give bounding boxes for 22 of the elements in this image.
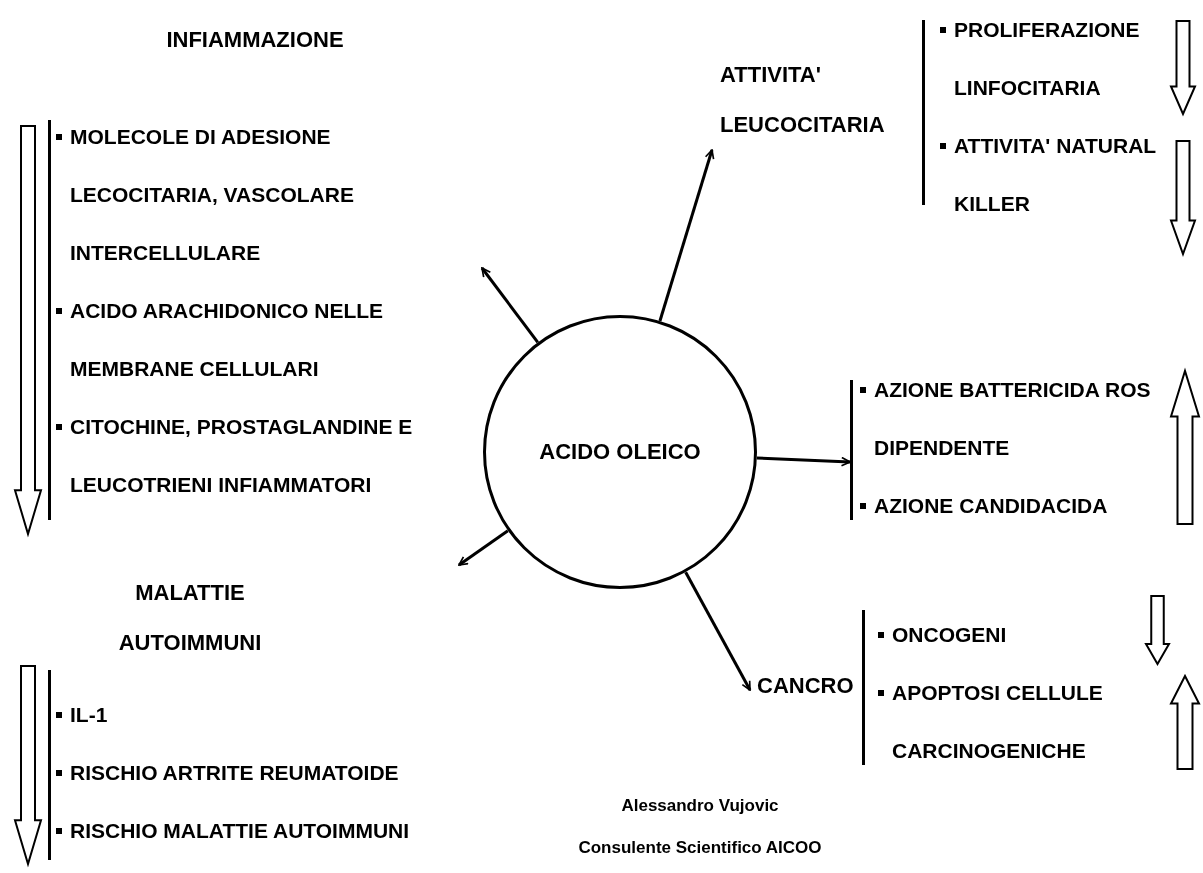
arrow [658, 149, 715, 322]
arrow [756, 456, 851, 467]
center-circle: ACIDO OLEICO [483, 315, 757, 589]
list-item: MOLECOLE DI ADESIONE LECOCITARIA, VASCOLARE INTERCELLULARE [54, 108, 480, 282]
arrow [458, 529, 509, 567]
category-heading: INFIAMMAZIONE [165, 26, 345, 54]
category-heading: MALATTIE AUTOIMMUNI [117, 579, 263, 657]
list-item: AZIONE BATTERICIDA ROS DIPENDENTE [858, 361, 1162, 477]
arrow [684, 571, 752, 691]
arrow [480, 267, 539, 344]
list-item: APOPTOSI CELLULE CARCINOGENICHE [876, 664, 1140, 780]
list-item: CITOCHINE, PROSTAGLANDINE E LEUCOTRIENI INFIAMMATORI [54, 398, 480, 514]
credit-text: Consulente Scientifico AICOO [577, 838, 823, 858]
list-item: RISCHIO MALATTIE AUTOIMMUNI [54, 802, 500, 860]
category-heading: CANCRO [757, 672, 855, 700]
list-item: IL-1 [54, 686, 500, 744]
credit-text: Alessandro Vujovic [620, 796, 780, 816]
list-item: ACIDO ARACHIDONICO NELLE MEMBRANE CELLULARI [54, 282, 480, 398]
category-heading: ATTIVITA' LEUCOCITARIA [720, 61, 886, 139]
list-item: AZIONE CANDIDACIDA [858, 477, 1162, 535]
list-item: ONCOGENI [876, 606, 1140, 664]
list-item: RISCHIO ARTRITE REUMATOIDE [54, 744, 500, 802]
